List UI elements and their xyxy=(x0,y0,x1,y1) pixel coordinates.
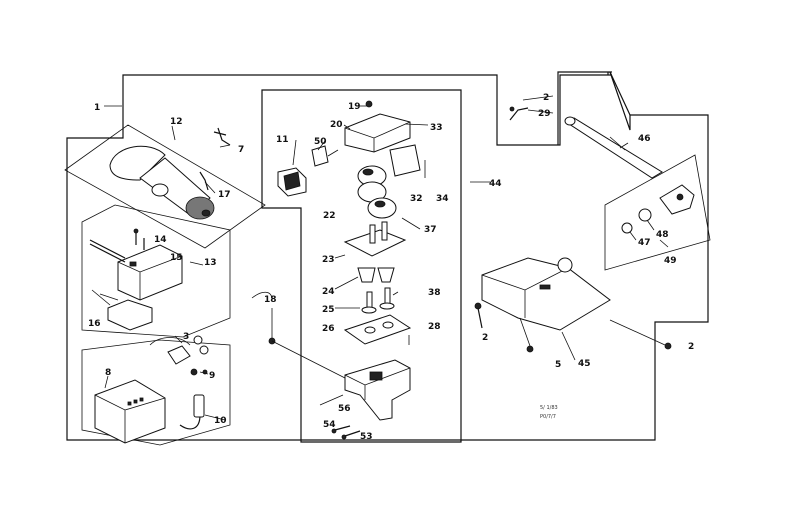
callout-3: 3 xyxy=(183,332,189,342)
callout-labels: 1 2 2 2 3 5 7 8 9 10 11 12 13 14 15 16 1… xyxy=(88,93,694,442)
component-part-15 xyxy=(89,239,183,301)
screws-part-53-54 xyxy=(331,425,361,440)
callout-16: 16 xyxy=(88,319,101,329)
callout-13: 13 xyxy=(204,258,217,268)
screw-part-2-right xyxy=(609,319,672,350)
callout-24: 24 xyxy=(322,287,335,297)
boundary-step xyxy=(609,71,631,116)
callout-1: 1 xyxy=(94,103,100,113)
box-49-group xyxy=(604,154,711,271)
clip-part-7 xyxy=(213,127,231,146)
callout-46: 46 xyxy=(638,134,651,144)
part-37 xyxy=(367,197,397,219)
valve-body-part-56 xyxy=(344,359,411,421)
part-50 xyxy=(311,145,339,167)
callout-2: 2 xyxy=(482,333,488,343)
drawing-code: P0/7/7 xyxy=(540,414,556,420)
bracket-part-20 xyxy=(344,100,411,153)
thermocouple-part-10 xyxy=(179,394,205,430)
burner-tube-part-12 xyxy=(109,145,215,220)
callout-18: 18 xyxy=(264,295,277,305)
center-assembly-box xyxy=(261,89,462,443)
callout-54: 54 xyxy=(323,420,336,430)
callout-38: 38 xyxy=(428,288,441,298)
callout-50: 50 xyxy=(314,137,327,147)
gasket-part-26 xyxy=(343,314,412,345)
bracket-part-33 xyxy=(389,144,421,177)
bracket-part-45 xyxy=(481,257,611,331)
callout-25: 25 xyxy=(322,305,335,315)
pins-part-25-38 xyxy=(361,287,395,314)
callout-47: 47 xyxy=(638,238,651,248)
callout-56: 56 xyxy=(338,404,351,414)
callout-17: 17 xyxy=(218,190,231,200)
line-part-18 xyxy=(251,291,346,379)
callout-49: 49 xyxy=(664,256,677,266)
leader-lines xyxy=(104,95,669,421)
pipe-part-46 xyxy=(564,116,663,179)
callout-5: 5 xyxy=(555,360,561,370)
screw-part-29 xyxy=(509,106,529,121)
callout-37: 37 xyxy=(424,225,437,235)
diaphragm-part-24 xyxy=(357,267,395,283)
panel-part-8 xyxy=(94,375,166,444)
callout-11: 11 xyxy=(276,135,289,145)
callout-9: 9 xyxy=(209,371,215,381)
callout-34: 34 xyxy=(436,194,449,204)
assembly-boundary-outline xyxy=(66,71,709,441)
callout-20: 20 xyxy=(330,120,343,130)
callout-14: 14 xyxy=(154,235,167,245)
callout-7: 7 xyxy=(238,145,244,155)
screw-part-17 xyxy=(199,171,209,191)
callout-8: 8 xyxy=(105,368,111,378)
callout-53: 53 xyxy=(360,432,373,442)
component-part-16 xyxy=(91,289,153,331)
callout-23: 23 xyxy=(322,255,335,265)
callout-10: 10 xyxy=(214,416,227,426)
box-13-group xyxy=(81,204,231,338)
burner-tube-box xyxy=(64,124,266,249)
callout-2: 2 xyxy=(543,93,549,103)
callout-32: 32 xyxy=(410,194,423,204)
callout-28: 28 xyxy=(428,322,441,332)
callout-45: 45 xyxy=(578,359,591,369)
callout-19: 19 xyxy=(348,102,361,112)
callout-44: 44 xyxy=(489,179,502,189)
magnet-part-32 xyxy=(357,165,387,203)
fittings-part-47-48 xyxy=(621,184,695,234)
valve-seat-part-23 xyxy=(343,221,407,257)
callout-2: 2 xyxy=(688,342,694,352)
callout-29: 29 xyxy=(538,109,551,119)
callout-26: 26 xyxy=(322,324,335,334)
part-11 xyxy=(277,167,307,197)
drawing-code: 5/ 1/83 xyxy=(540,405,558,411)
box-8-group xyxy=(81,339,231,446)
screw-part-2-left xyxy=(474,302,483,329)
callout-33: 33 xyxy=(430,123,443,133)
screw-part-5 xyxy=(519,317,534,353)
callout-22: 22 xyxy=(323,211,336,221)
callout-12: 12 xyxy=(170,117,183,127)
callout-48: 48 xyxy=(656,230,669,240)
fittings-part-3-9 xyxy=(149,335,209,376)
callout-15: 15 xyxy=(170,253,183,263)
screw-part-14 xyxy=(133,228,145,250)
